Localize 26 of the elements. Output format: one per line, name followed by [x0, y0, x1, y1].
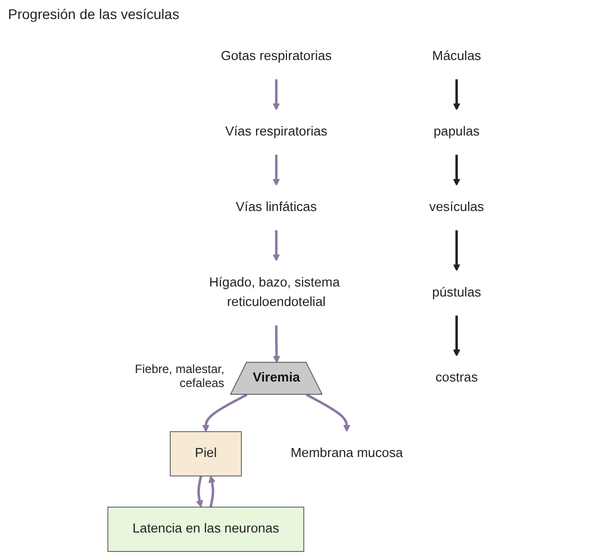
node-box: Piel	[170, 431, 242, 476]
arrow	[272, 325, 280, 364]
arrow	[272, 78, 280, 110]
arrow	[452, 154, 460, 186]
node-text: costras	[435, 370, 478, 385]
node-text: vesículas	[429, 200, 484, 214]
node-text: Máculas	[432, 49, 481, 64]
symptom-note: Fiebre, malestar, cefaleas	[134, 362, 224, 390]
arrow	[196, 476, 203, 508]
arrow	[272, 230, 280, 262]
node-text: Vías linfáticas	[236, 200, 317, 214]
node-text: Gotas respiratorias	[220, 49, 332, 64]
arrow	[202, 394, 248, 432]
node-text: Hígado, bazo, sistema reticuloendotelial	[208, 276, 340, 310]
node-text: papulas	[433, 124, 480, 139]
node-text: Vías respiratorias	[224, 124, 328, 139]
arrow	[208, 476, 216, 508]
arrow	[272, 154, 280, 186]
node-box: Latencia en las neuronas	[107, 506, 304, 552]
node-text: Membrana mucosa	[290, 446, 403, 460]
arrow	[452, 78, 460, 110]
note-text: Progresión de las vesículas	[8, 6, 180, 22]
arrow	[306, 394, 350, 432]
node-text: pústulas	[432, 286, 481, 300]
arrow	[452, 315, 460, 356]
arrow	[452, 230, 460, 272]
